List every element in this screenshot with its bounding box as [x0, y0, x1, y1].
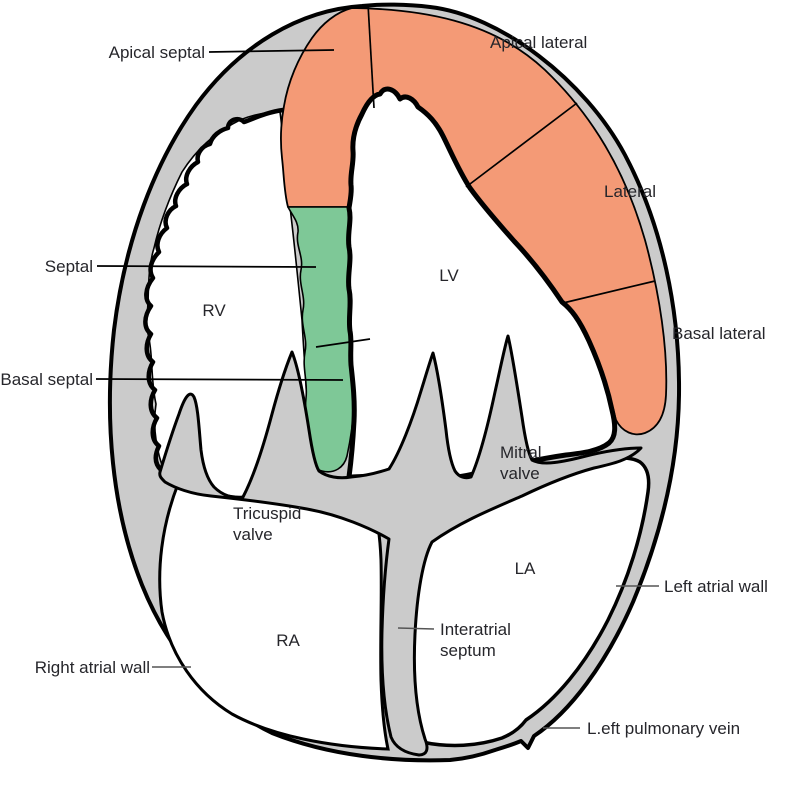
ra-cavity — [158, 482, 390, 751]
lateral-label: Lateral — [604, 182, 656, 201]
apical-septal-label: Apical septal — [109, 43, 205, 62]
basal-lateral-label: Basal lateral — [672, 324, 766, 343]
mitral-valve-label-line1: Mitral — [500, 443, 542, 462]
divider-septal-basal-septal — [315, 338, 371, 348]
septal-leader-line — [96, 265, 317, 268]
apical-septal-leader-line — [208, 49, 335, 53]
basal-septal-leader-line — [95, 378, 344, 381]
divider-apical-lateral-lateral — [465, 102, 578, 188]
mitral-valve-label-line2: valve — [500, 464, 540, 483]
apical-lateral-label: Apical lateral — [490, 33, 587, 52]
interatrial-septum-label-line1: Interatrial — [440, 620, 511, 639]
divider-lateral-basal-lateral — [562, 280, 656, 304]
tricuspid-valve-label-line1: Tricuspid — [233, 504, 301, 523]
left-atrial-wall-label: Left atrial wall — [664, 577, 768, 596]
right-atrial-wall-label: Right atrial wall — [35, 658, 150, 677]
ra-label: RA — [276, 631, 300, 650]
left-pulmonary-vein-label: L.eft pulmonary vein — [587, 719, 740, 738]
tricuspid-valve-label-line2: valve — [233, 525, 273, 544]
interatrial-septum-leader-line — [397, 627, 435, 630]
interatrial-septum-label-line2: septum — [440, 641, 496, 660]
valve-crux-and-interatrial-septum — [158, 334, 643, 757]
basal-septal-label: Basal septal — [0, 370, 93, 389]
rv-trabeculated-edge — [143, 107, 286, 482]
rv-label: RV — [202, 301, 226, 320]
septal-label: Septal — [45, 257, 93, 276]
la-label: LA — [515, 559, 536, 578]
divider-apical-septal-apical-lateral — [367, 3, 375, 109]
lv-label: LV — [439, 266, 459, 285]
